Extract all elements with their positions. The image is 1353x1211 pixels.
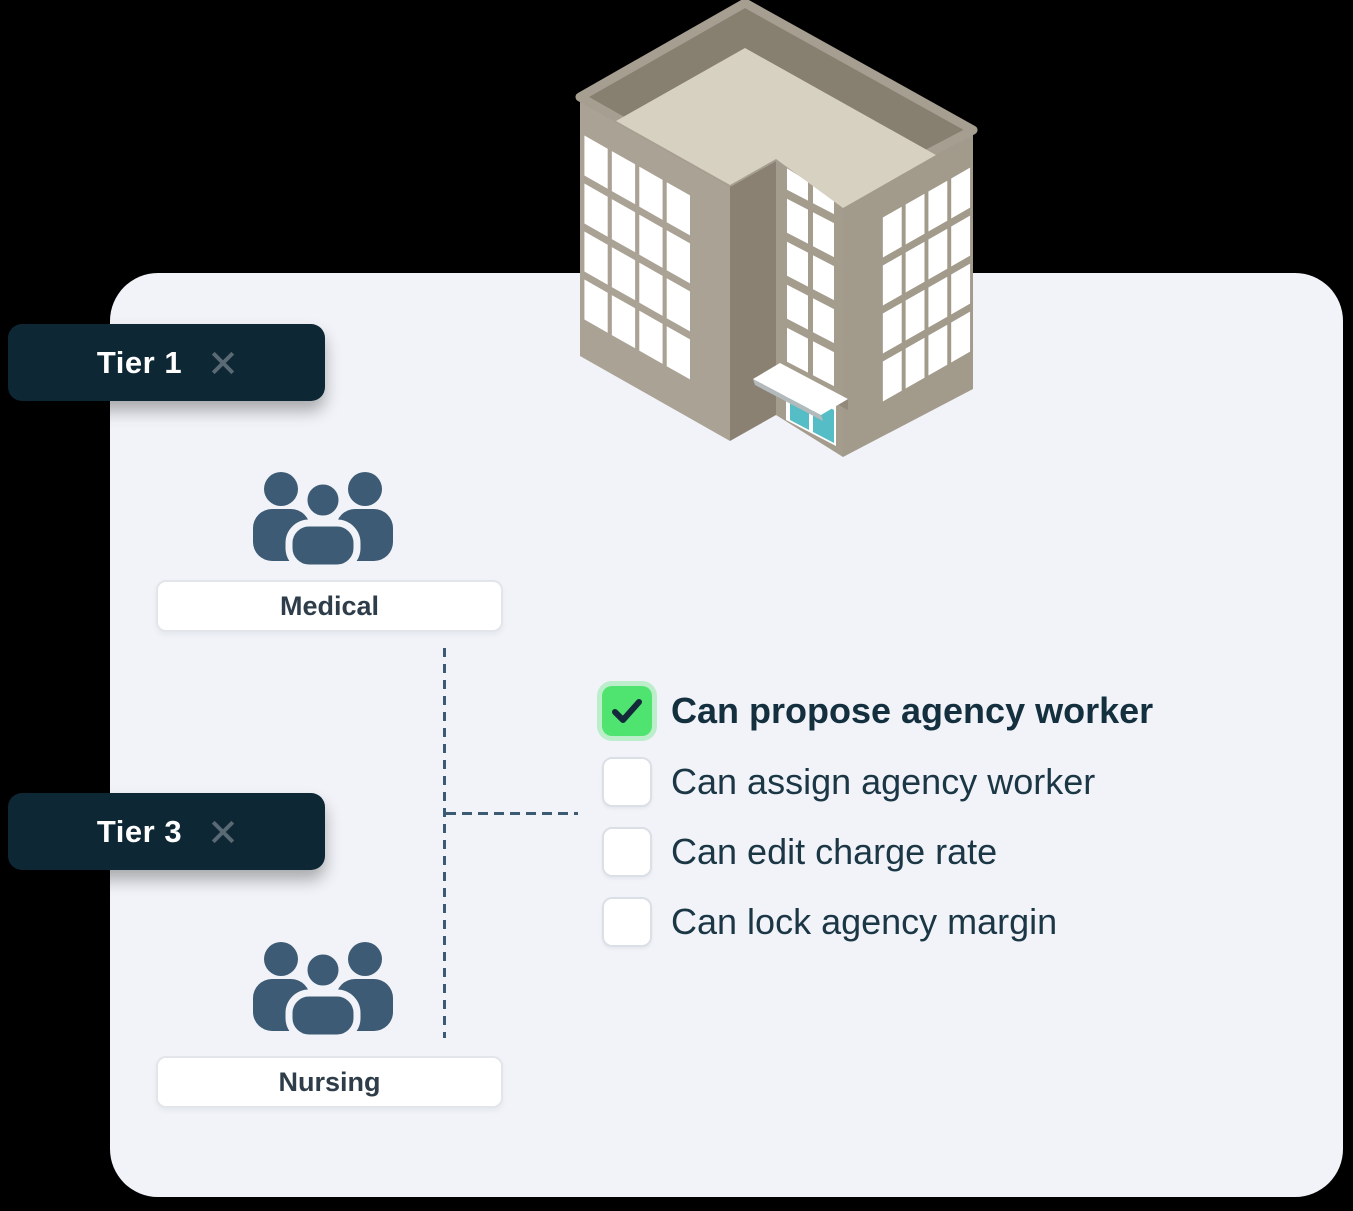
x-icon[interactable] [210,819,236,845]
permission-label: Can assign agency worker [671,761,1096,802]
tag-label: Tier 3 [96,813,183,849]
tier-1-tag[interactable]: Tier 1 [8,324,325,401]
group-label: Medical [279,590,380,621]
checkmark-icon [612,699,642,723]
connector-horizontal-dashed-line [446,812,578,815]
checkbox-unchecked[interactable] [602,827,652,877]
team-icon [253,942,393,1038]
permission-row: Can assign agency worker [602,756,1095,808]
group-box-nursing[interactable]: Nursing [156,1056,503,1108]
tier-3-tag[interactable]: Tier 3 [8,793,325,870]
group-label: Nursing [278,1066,381,1097]
building-roof [575,0,978,208]
checkbox-unchecked[interactable] [602,757,652,807]
group-box-medical[interactable]: Medical [156,580,503,632]
checkbox-checked[interactable] [602,686,652,736]
permission-row: Can edit charge rate [602,826,997,878]
permission-row: Can lock agency margin [602,896,1057,948]
permission-label: Can lock agency margin [671,901,1058,942]
checkbox-unchecked[interactable] [602,897,652,947]
permission-row: Can propose agency worker [602,685,1153,737]
x-icon[interactable] [210,350,236,376]
permission-label: Can edit charge rate [671,831,998,872]
tag-label: Tier 1 [96,344,183,380]
connector-vertical-dashed-line [443,648,446,1038]
team-icon [253,472,393,568]
permission-label: Can propose agency worker [671,690,1154,731]
